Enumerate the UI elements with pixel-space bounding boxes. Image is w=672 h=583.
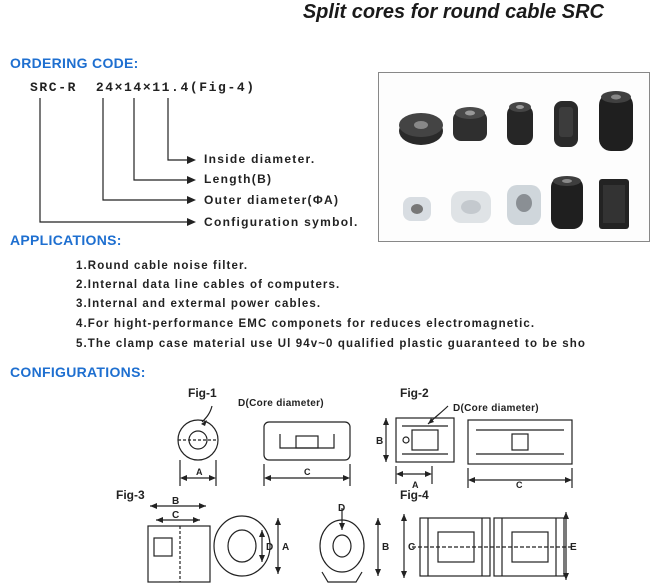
black-core-1 bbox=[399, 113, 443, 145]
application-item-5: 5.The clamp case material use Ul 94v~0 q… bbox=[76, 338, 587, 350]
application-item-4: 4.For hight-performance EMC componets fo… bbox=[76, 318, 536, 330]
label-inside-diameter: Inside diameter. bbox=[204, 152, 316, 166]
black-core-5 bbox=[599, 91, 633, 151]
applications-heading: APPLICATIONS: bbox=[10, 232, 122, 248]
fig3-drawing: B C A D bbox=[147, 496, 289, 583]
fig2-dim-c: C bbox=[516, 480, 523, 490]
code-prefix: SRC-R bbox=[30, 80, 78, 95]
black-core-7 bbox=[599, 179, 629, 229]
black-core-3 bbox=[507, 102, 533, 145]
product-photo bbox=[378, 72, 650, 242]
application-item-1: 1.Round cable noise filter. bbox=[76, 260, 249, 272]
label-length: Length(B) bbox=[204, 172, 273, 186]
fig4-dim-b: B bbox=[382, 542, 389, 553]
fig4-drawing: D B C E bbox=[319, 503, 577, 583]
fig4-dim-e: E bbox=[570, 542, 577, 553]
fig4-dim-c: C bbox=[408, 542, 415, 553]
fig4-label: Fig-4 bbox=[400, 488, 429, 502]
split-cores-illustration bbox=[399, 91, 633, 229]
fig3-label: Fig-3 bbox=[116, 488, 145, 502]
black-core-4 bbox=[554, 101, 578, 147]
fig2-core-diameter-note: D(Core diameter) bbox=[453, 403, 539, 414]
fig1-dim-a: A bbox=[196, 467, 203, 477]
ordering-code-leader-lines bbox=[39, 98, 196, 226]
application-item-3: 3.Internal and extermal power cables. bbox=[76, 298, 322, 310]
white-core-3 bbox=[507, 185, 541, 225]
fig2-label: Fig-2 bbox=[400, 386, 429, 400]
fig2-dim-a: A bbox=[412, 480, 419, 490]
black-core-2 bbox=[453, 107, 487, 141]
application-item-2: 2.Internal data line cables of computers… bbox=[76, 279, 341, 291]
fig3-dim-b: B bbox=[172, 496, 179, 507]
label-outer-diameter: Outer diameter(ΦA) bbox=[204, 193, 340, 207]
configurations-heading: CONFIGURATIONS: bbox=[10, 364, 146, 380]
fig3-dim-d: D bbox=[266, 542, 273, 553]
fig2-drawing: B A C bbox=[376, 405, 573, 490]
black-core-6 bbox=[551, 176, 583, 229]
white-core-1 bbox=[403, 197, 431, 221]
fig3-dim-a: A bbox=[282, 542, 289, 553]
fig4-dim-d: D bbox=[338, 503, 345, 514]
white-core-2 bbox=[451, 191, 491, 223]
fig1-label: Fig-1 bbox=[188, 386, 217, 400]
fig1-drawing: A C bbox=[177, 405, 351, 486]
label-configuration-symbol: Configuration symbol. bbox=[204, 215, 359, 229]
ordering-code-heading: ORDERING CODE: bbox=[10, 55, 139, 71]
ordering-code: SRC-R 24×14×11.4(Fig-4) bbox=[30, 80, 256, 95]
page-title: Split cores for round cable SRC bbox=[302, 1, 604, 23]
fig1-dim-c: C bbox=[304, 467, 311, 477]
fig1-core-diameter-note: D(Core diameter) bbox=[238, 398, 324, 409]
fig2-dim-b: B bbox=[376, 436, 383, 447]
fig3-dim-c: C bbox=[172, 510, 179, 521]
code-rest: 24×14×11.4(Fig-4) bbox=[95, 80, 256, 95]
